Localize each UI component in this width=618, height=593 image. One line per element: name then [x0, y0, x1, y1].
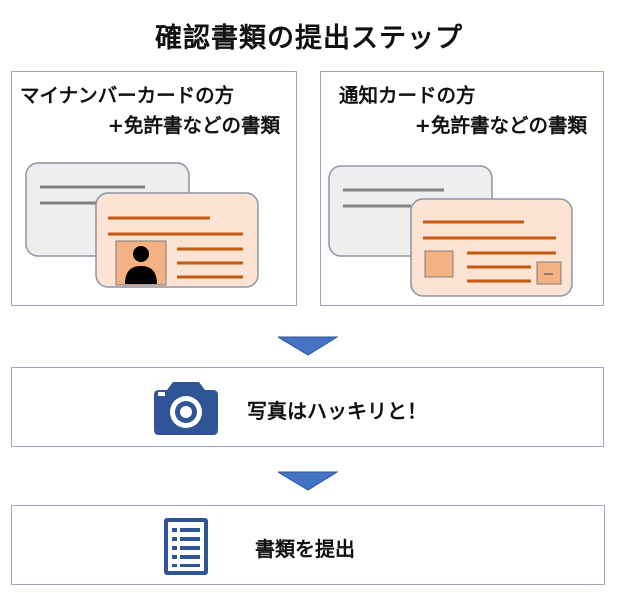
mynumber-card-illustration	[25, 162, 259, 288]
panel-notification-card: 通知カードの方 +免許書などの書類	[320, 71, 604, 306]
page-title: 確認書類の提出ステップ	[155, 23, 463, 54]
card-front	[410, 198, 573, 297]
person-icon	[125, 246, 157, 284]
step-submit-box: 書類を提出	[11, 505, 605, 585]
panel-mynumber-subtitle: +免許書などの書類	[107, 114, 280, 137]
camera-icon	[154, 382, 218, 435]
step-submit-label: 書類を提出	[255, 537, 355, 561]
notification-card-illustration	[328, 165, 573, 297]
step-photo-label: 写真はハッキリと！	[247, 399, 427, 423]
step-photo-box: 写真はハッキリと！	[11, 367, 604, 447]
panel-notification-subtitle: +免許書などの書類	[414, 114, 587, 137]
down-arrow-2	[278, 471, 338, 491]
panel-notification-title: 通知カードの方	[339, 84, 476, 107]
panel-mynumber-card: マイナンバーカードの方 +免許書などの書類	[11, 71, 297, 306]
card-front	[95, 192, 259, 288]
panel-mynumber-title: マイナンバーカードの方	[20, 84, 235, 107]
down-arrow-1	[278, 336, 338, 356]
document-list-icon	[164, 518, 208, 575]
